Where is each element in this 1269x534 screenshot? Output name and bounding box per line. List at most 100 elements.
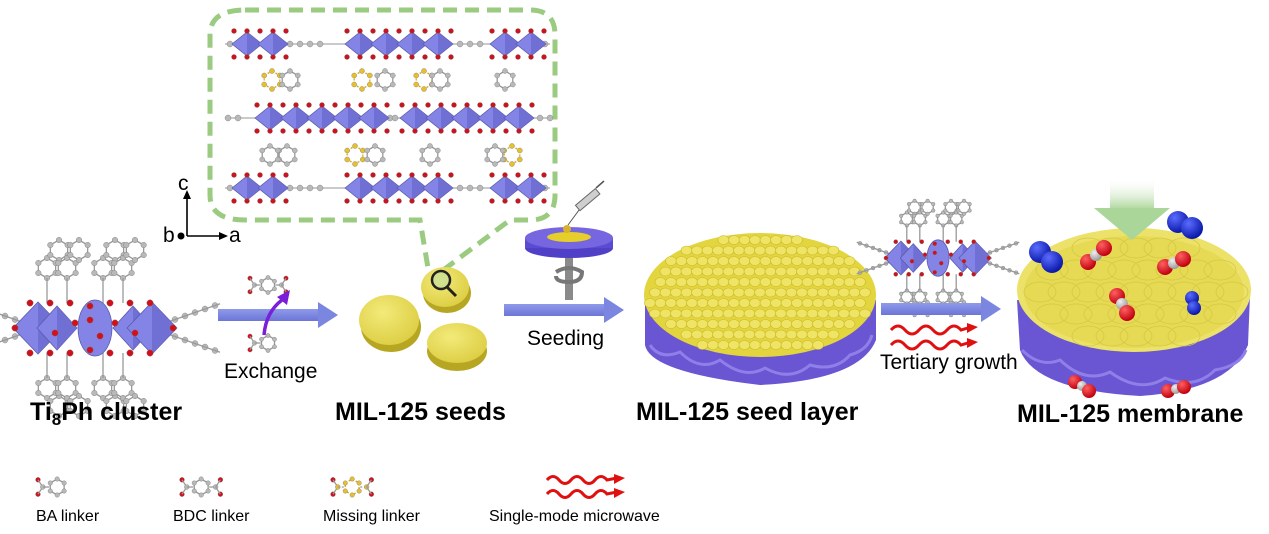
atom xyxy=(503,128,509,134)
atom xyxy=(943,208,948,213)
ti-octahedron-shade xyxy=(493,106,508,130)
atom xyxy=(489,198,495,204)
seed-crystal xyxy=(843,256,856,266)
seed-crystal xyxy=(796,329,808,340)
atom xyxy=(272,286,277,292)
atom xyxy=(923,291,928,296)
atom xyxy=(517,147,523,154)
atom xyxy=(259,278,264,284)
atom xyxy=(451,102,457,108)
atom xyxy=(319,128,325,134)
seed-crystal xyxy=(764,266,777,277)
atom xyxy=(356,488,362,494)
atom xyxy=(409,28,415,34)
atom xyxy=(419,147,425,154)
seed-crystal xyxy=(817,266,829,277)
atom xyxy=(509,161,515,167)
seed-crystal xyxy=(686,256,698,266)
atom xyxy=(103,241,110,248)
membrane-grain xyxy=(1023,281,1057,303)
atom xyxy=(484,156,490,163)
atom xyxy=(283,54,289,60)
atom xyxy=(448,172,454,178)
atom xyxy=(244,198,250,204)
atom xyxy=(66,349,74,357)
atom xyxy=(923,220,928,225)
seed-crystal xyxy=(806,308,819,319)
atom xyxy=(259,156,265,163)
atom xyxy=(67,408,74,415)
atom xyxy=(893,271,899,277)
atom xyxy=(191,488,197,494)
atom xyxy=(67,398,74,405)
atom xyxy=(986,255,991,261)
seed-crystal xyxy=(764,308,777,319)
seed-crystal xyxy=(812,298,824,308)
seed-crystal xyxy=(806,245,819,256)
atom xyxy=(925,198,930,203)
atom xyxy=(899,291,904,296)
seed-crystal xyxy=(733,287,745,298)
seed-crystal xyxy=(791,340,803,350)
atom xyxy=(919,271,925,277)
atom xyxy=(492,143,498,149)
n2-molecule-3 xyxy=(1185,291,1201,315)
seed-crystal xyxy=(838,287,850,298)
seed-crystal xyxy=(659,266,672,277)
atom xyxy=(91,260,98,267)
bond xyxy=(0,313,26,324)
atom xyxy=(103,251,110,258)
seed-crystal xyxy=(738,340,751,350)
atom xyxy=(372,161,378,167)
atom xyxy=(55,260,62,267)
seed-crystal xyxy=(712,329,724,340)
membrane-grain xyxy=(1155,303,1189,325)
atom xyxy=(364,147,370,154)
atom xyxy=(359,68,365,74)
atom xyxy=(351,81,357,88)
ti-octahedron-shade xyxy=(348,106,363,130)
atom xyxy=(131,236,138,243)
seed-crystal xyxy=(701,266,714,277)
atom xyxy=(383,198,389,204)
atom xyxy=(296,40,304,48)
seed-crystal xyxy=(801,340,814,350)
seed-crystal xyxy=(775,308,787,319)
seed-crystal xyxy=(827,266,840,277)
atom xyxy=(912,291,917,296)
seed-crystal xyxy=(806,266,819,277)
atom xyxy=(359,86,365,92)
membrane-grain xyxy=(1179,259,1213,281)
atom xyxy=(106,299,114,307)
atom xyxy=(61,488,67,494)
seed-crystal xyxy=(743,329,756,340)
atom xyxy=(399,128,405,134)
seed-crystal xyxy=(785,308,798,319)
atom xyxy=(72,270,79,277)
atom xyxy=(351,72,357,79)
magnifier-icon xyxy=(430,269,458,298)
seed-crystal xyxy=(733,329,745,340)
atom xyxy=(61,480,67,486)
seed-crystal xyxy=(743,308,756,319)
seed-crystal xyxy=(843,277,856,287)
atom xyxy=(84,241,91,248)
atom xyxy=(272,336,277,342)
atom xyxy=(254,128,260,134)
seed-crystal xyxy=(738,298,751,308)
atom xyxy=(464,128,470,134)
seed-crystal xyxy=(749,277,761,287)
atom xyxy=(509,143,515,149)
bond xyxy=(280,277,287,286)
bond xyxy=(164,332,221,353)
seed-crystal xyxy=(833,256,845,266)
atom xyxy=(476,184,484,192)
atom xyxy=(425,128,431,134)
atom xyxy=(510,81,516,88)
atom xyxy=(448,54,454,60)
atom xyxy=(275,147,281,154)
seed-crystal xyxy=(822,319,835,329)
seed-crystal xyxy=(817,329,829,340)
seed-crystal xyxy=(806,287,819,298)
ti-octahedron-shade xyxy=(374,106,389,130)
